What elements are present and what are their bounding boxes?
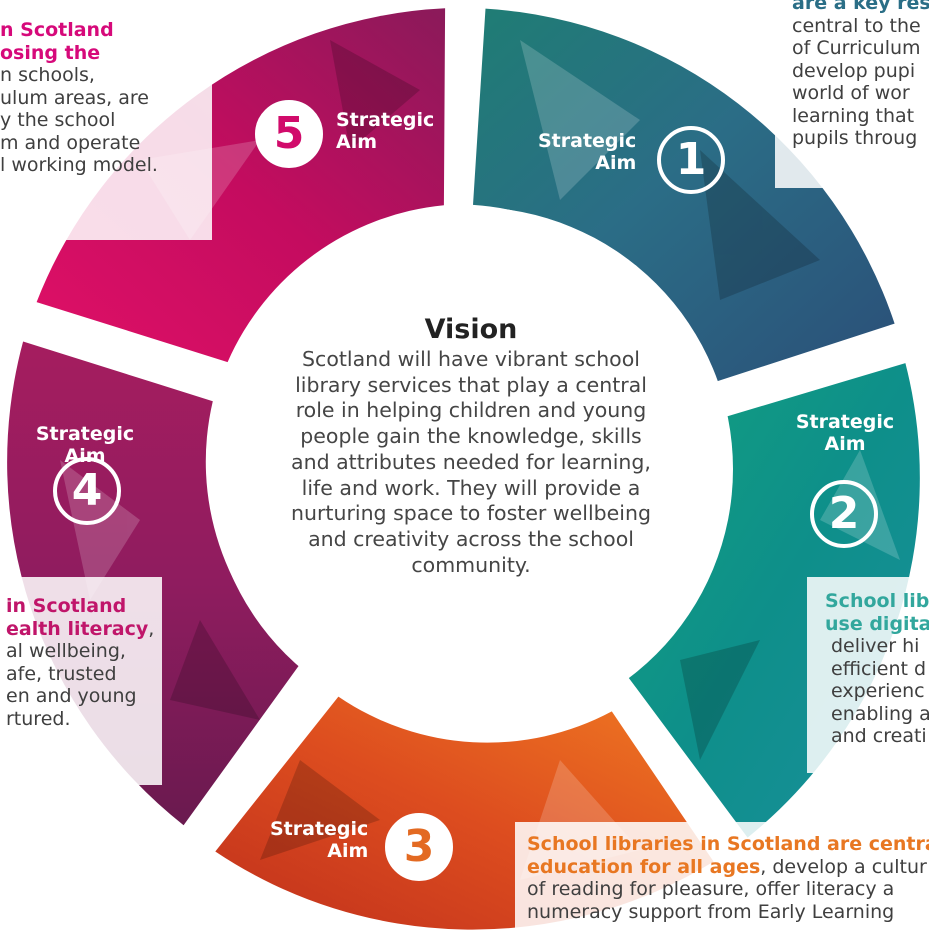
vision-block: Vision Scotland will have vibrant school… (286, 315, 656, 578)
aim-5-number-badge: 5 (255, 100, 323, 168)
aim-3-description-panel: School libraries in Scotland are central… (515, 822, 929, 936)
vision-title: Vision (424, 314, 518, 345)
aim-1-number-badge: 1 (657, 126, 725, 194)
aim-segment-1 (473, 8, 895, 385)
aim-4-description-panel: in Scotland ealth literacy, al wellbeing… (0, 577, 162, 785)
vision-text: Scotland will have vibrant school librar… (291, 347, 651, 577)
aim-3-number-badge: 3 (385, 813, 453, 881)
aim-5-description-panel: n Scotland osing the n schools, ulum are… (0, 6, 212, 240)
aim-4-number-badge: 4 (53, 457, 121, 525)
aim-2-description-panel: School lib use digita deliver hi efficie… (807, 577, 929, 773)
aim-2-number-badge: 2 (810, 480, 878, 548)
aim-segment-5 (36, 8, 446, 363)
aim-1-description-panel: are a key res central to the of Curricul… (775, 0, 929, 188)
vision-circle (209, 207, 733, 731)
